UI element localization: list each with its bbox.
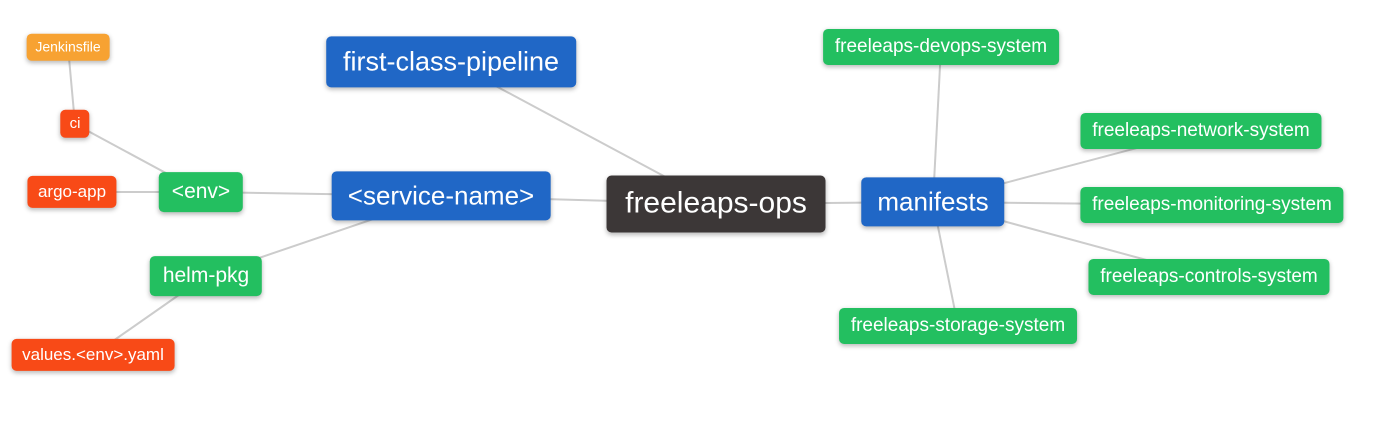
node-values-env-yaml[interactable]: values.<env>.yaml [11,338,175,372]
node-service-name[interactable]: <service-name> [331,171,551,221]
node-env[interactable]: <env> [158,172,244,212]
node-freeleaps-monitoring-system[interactable]: freeleaps-monitoring-system [1080,186,1344,224]
node-helm-pkg[interactable]: helm-pkg [149,256,263,296]
node-freeleaps-network-system[interactable]: freeleaps-network-system [1080,112,1322,150]
node-freeleaps-ops-root[interactable]: freeleaps-ops [606,175,826,233]
node-freeleaps-controls-system[interactable]: freeleaps-controls-system [1088,258,1330,296]
node-ci[interactable]: ci [60,109,90,139]
node-jenkinsfile[interactable]: Jenkinsfile [26,33,110,61]
node-freeleaps-devops-system[interactable]: freeleaps-devops-system [823,28,1059,66]
node-first-class-pipeline[interactable]: first-class-pipeline [326,36,576,88]
node-manifests[interactable]: manifests [861,177,1005,227]
node-argo-app[interactable]: argo-app [27,175,117,209]
node-freeleaps-storage-system[interactable]: freeleaps-storage-system [839,307,1077,345]
